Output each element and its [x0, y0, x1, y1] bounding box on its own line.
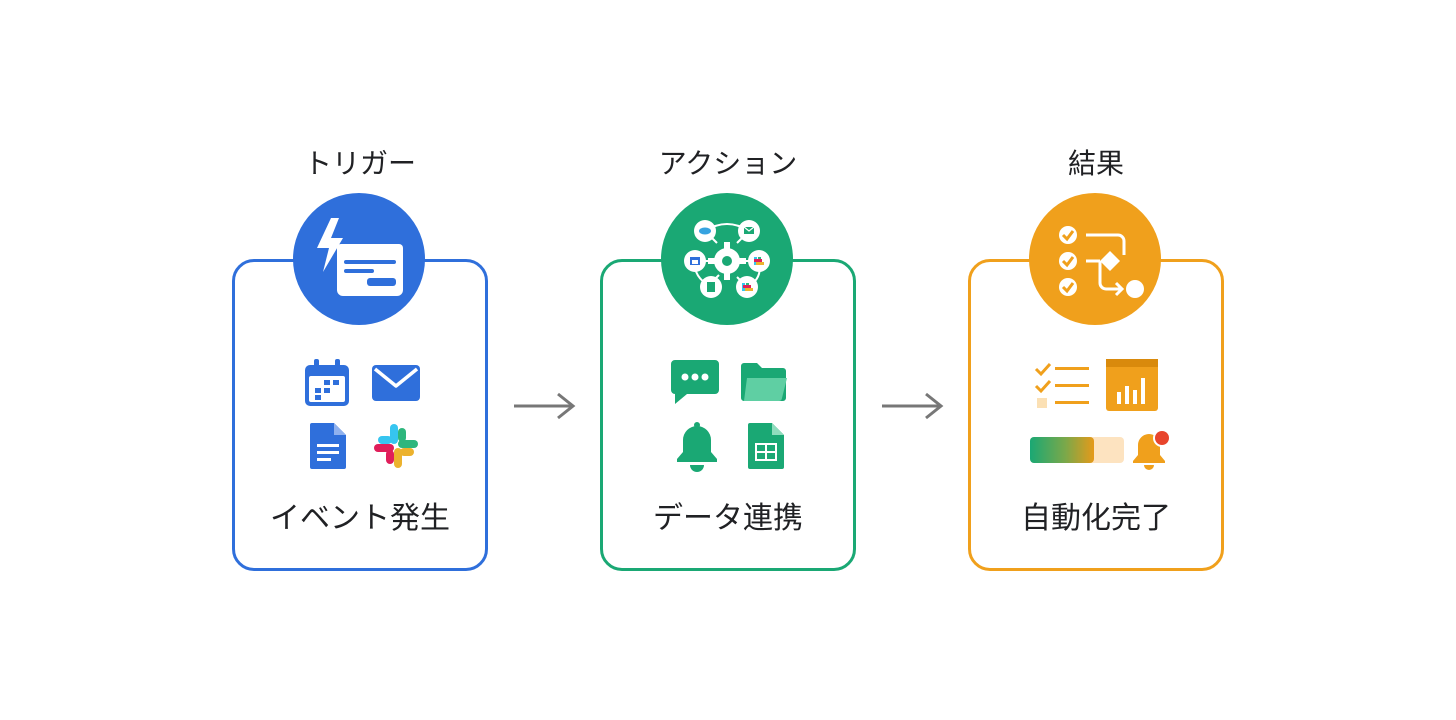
slack-icon	[374, 424, 418, 468]
arrow-icon	[514, 392, 576, 420]
folder-icon	[741, 363, 787, 401]
calendar-icon	[305, 359, 349, 406]
spreadsheet-icon	[748, 423, 784, 469]
integration-hub-icon	[684, 220, 770, 298]
card-label-action: データ連携	[653, 501, 803, 536]
form-lightning-icon	[317, 218, 403, 296]
bar-chart-icon	[1106, 359, 1158, 411]
stage-title-trigger: トリガー	[303, 147, 416, 180]
stage-title-result: 結果	[1067, 147, 1124, 180]
card-label-trigger: イベント発生	[270, 501, 450, 536]
action-badge	[661, 193, 793, 325]
chat-icon	[671, 360, 719, 404]
workflow-checklist-icon	[1059, 226, 1144, 298]
mail-icon	[372, 365, 420, 401]
trigger-badge	[293, 193, 425, 325]
progress-bar-icon	[1030, 437, 1124, 463]
stage-title-action: アクション	[658, 147, 798, 180]
document-icon	[310, 423, 346, 469]
action-card: データ連携	[600, 259, 856, 571]
result-badge	[1029, 193, 1161, 325]
notification-bell-icon	[1133, 429, 1171, 470]
bell-icon	[677, 422, 717, 472]
checklist-icon	[1034, 362, 1089, 408]
arrow-icon	[882, 392, 944, 420]
card-label-result: 自動化完了	[1021, 501, 1171, 536]
